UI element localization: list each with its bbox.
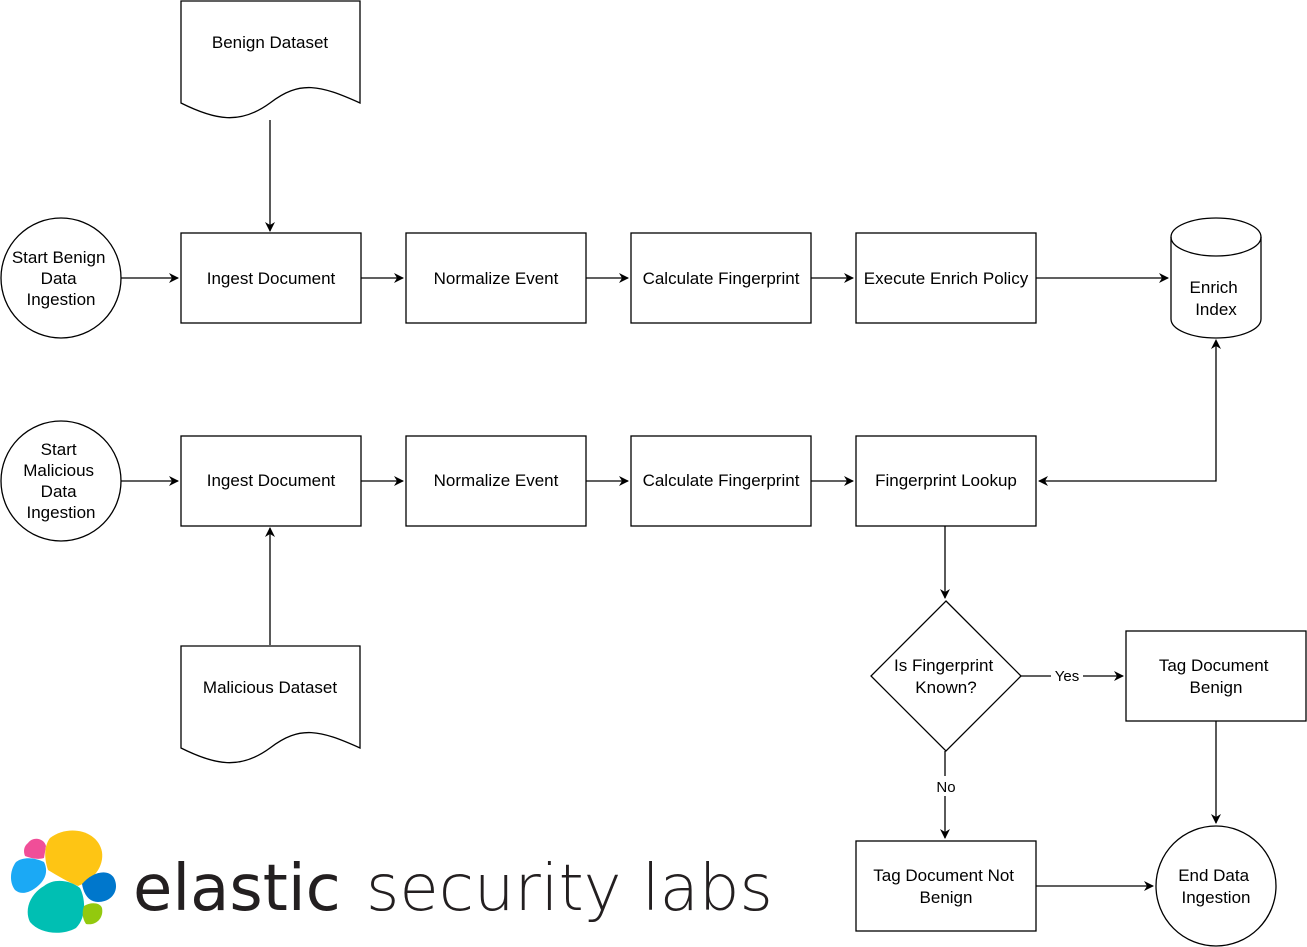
normalize-malicious-node[interactable] (405, 435, 587, 527)
benign-dataset-label: Benign Dataset (212, 33, 329, 52)
fingerprint-malicious-label: Calculate Fingerprint (643, 471, 800, 490)
elastic-logo-icon (10, 830, 117, 933)
malicious-dataset-node[interactable] (180, 645, 361, 764)
enrich-policy-label: Execute Enrich Policy (864, 269, 1029, 288)
end-node[interactable] (1155, 825, 1277, 947)
fingerprint-benign-label: Calculate Fingerprint (643, 269, 800, 288)
enrich-index-label: Enrich Index (1190, 278, 1243, 319)
edge-lookup-index-bidirectional (1038, 341, 1217, 486)
ingest-benign-label: Ingest Document (207, 269, 336, 288)
ingest-malicious-label: Ingest Document (207, 471, 336, 490)
end-label: End Data Ingestion (1178, 866, 1254, 907)
logo-word-elastic: elastic (133, 852, 341, 926)
start-malicious-node[interactable] (0, 420, 122, 542)
ingest-benign-node[interactable] (180, 232, 362, 324)
logo-word-security-labs: security labs (366, 852, 773, 926)
logo-petal (82, 872, 117, 902)
malicious-dataset-label: Malicious Dataset (203, 678, 337, 697)
start-benign-node[interactable] (0, 217, 122, 339)
tag-benign-node[interactable] (1125, 630, 1307, 722)
fingerprint-lookup-label: Fingerprint Lookup (875, 471, 1017, 490)
tag-not-benign-label: Tag Document Not Benign (873, 866, 1019, 907)
normalize-malicious-label: Normalize Event (434, 471, 559, 490)
start-malicious-label: Start Malicious Data Ingestion (23, 440, 99, 522)
fingerprint-malicious-node[interactable] (630, 435, 812, 527)
tag-not-benign-node[interactable] (855, 840, 1037, 932)
start-benign-label: Start Benign Data Ingestion (12, 248, 110, 309)
decision-node[interactable] (870, 600, 1022, 752)
tag-benign-label: Tag Document Benign (1159, 656, 1273, 697)
logo-petal (24, 838, 46, 859)
fingerprint-lookup-node[interactable] (855, 435, 1037, 527)
edge-label-no: No (936, 779, 955, 796)
normalize-benign-node[interactable] (405, 232, 587, 324)
edge-label-yes: Yes (1055, 668, 1079, 685)
logo-petal (82, 903, 103, 925)
enrich-index-node[interactable] (1170, 217, 1262, 339)
enrich-policy-node[interactable] (855, 232, 1037, 324)
logo-petal (10, 858, 47, 893)
normalize-benign-label: Normalize Event (434, 269, 559, 288)
benign-dataset-node[interactable] (180, 0, 361, 119)
ingest-malicious-node[interactable] (180, 435, 362, 527)
logo-petal (27, 880, 85, 933)
fingerprint-benign-node[interactable] (630, 232, 812, 324)
decision-label: Is Fingerprint Known? (894, 656, 998, 697)
logo-petal (45, 830, 103, 886)
arrowhead-into-index (1211, 339, 1221, 349)
